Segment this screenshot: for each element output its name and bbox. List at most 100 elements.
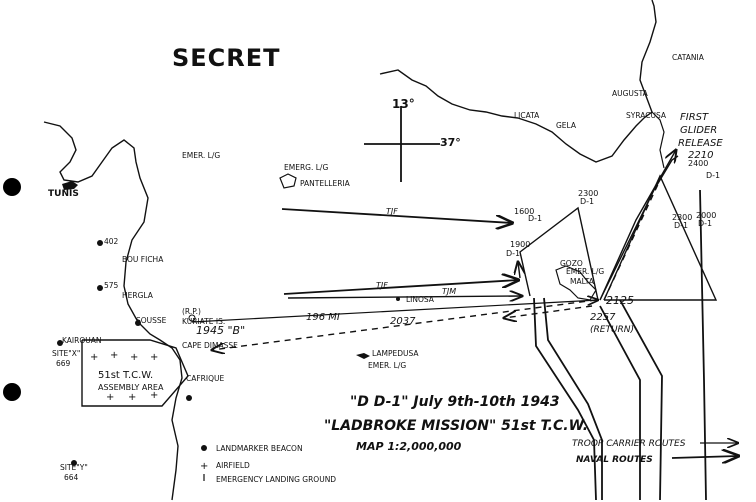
route-label-return: (RETURN) bbox=[590, 325, 634, 335]
route-label-1900: 1900 bbox=[510, 240, 530, 249]
route-label-2300a: 2300 bbox=[578, 189, 598, 198]
label-assembly-b: ASSEMBLY AREA bbox=[98, 383, 164, 392]
glider-label-3: RELEASE bbox=[678, 138, 723, 149]
airfield-mark: + bbox=[106, 392, 114, 403]
beacon-icon bbox=[97, 240, 103, 246]
binder-hole-bottom bbox=[3, 383, 21, 401]
glider-label-2: GLIDER bbox=[680, 125, 717, 136]
route-label-2257: 2257 bbox=[590, 312, 616, 323]
legend-naval-label: NAVAL ROUTES bbox=[576, 455, 653, 465]
beacon-icon bbox=[97, 285, 103, 291]
glider-label-1: FIRST bbox=[680, 112, 709, 123]
label-emer-tunis: EMER. L/G bbox=[182, 151, 220, 160]
tunisia-coastline bbox=[43, 121, 183, 501]
label-tunis: TUNIS bbox=[48, 189, 79, 199]
route-label-1900-d: D-1 bbox=[506, 249, 520, 258]
glider-label-4: 2210 bbox=[688, 150, 713, 161]
label-site-y: SITE"Y" bbox=[60, 463, 88, 472]
symbol-legend: LANDMARKER BEACON + AIRFIELD EMERGENCY L… bbox=[200, 444, 336, 484]
route-label-2300a-d: D-1 bbox=[580, 197, 594, 206]
label-site-x-num: 669 bbox=[56, 359, 71, 368]
binder-hole-top bbox=[3, 178, 21, 196]
route-label-2400-d: D-1 bbox=[706, 171, 720, 180]
legend-beacon-label: LANDMARKER BEACON bbox=[216, 444, 303, 453]
legend-beacon-icon bbox=[201, 445, 207, 451]
label-kairouan: KAIROUAN bbox=[62, 336, 101, 345]
beacon-icon bbox=[57, 340, 63, 346]
label-malta-code: GOZO bbox=[560, 259, 583, 268]
airfield-mark: + bbox=[130, 352, 138, 363]
compass-cross bbox=[364, 106, 440, 182]
label-lampedusa: LAMPEDUSA bbox=[372, 349, 419, 358]
label-gela: GELA bbox=[556, 121, 577, 130]
route-return-loop bbox=[603, 174, 718, 301]
compass-north: 13° bbox=[392, 97, 415, 111]
route-return-2257 bbox=[504, 305, 593, 318]
route-outbound-main bbox=[191, 300, 598, 323]
route-tjf bbox=[283, 280, 518, 295]
label-malta: MALTA bbox=[570, 277, 595, 286]
label-assembly-a: 51st T.C.W. bbox=[98, 370, 153, 381]
airfield-mark: + bbox=[110, 350, 118, 361]
beacon-icon bbox=[186, 395, 192, 401]
naval-route-5 bbox=[699, 189, 707, 501]
legend-airfield-label: AIRFIELD bbox=[216, 461, 250, 470]
label-site-x: SITE"X" bbox=[52, 349, 80, 358]
airfield-mark: + bbox=[150, 390, 158, 401]
label-kuriate: KURIATE IS. bbox=[182, 317, 225, 326]
naval-route-1 bbox=[533, 297, 597, 501]
route-label-1600: 1600 bbox=[514, 207, 534, 216]
route-label-tjf-1: TJF bbox=[386, 207, 398, 216]
label-catania: CATANIA bbox=[672, 53, 705, 62]
route-north-loop bbox=[519, 206, 599, 301]
naval-route-2 bbox=[543, 297, 603, 500]
label-linosa: LINOSA bbox=[406, 295, 435, 304]
malta-island bbox=[555, 265, 597, 301]
route-label-tjf-2: TJF bbox=[376, 281, 388, 290]
airfield-mark: + bbox=[128, 392, 136, 403]
legend-elg-label: EMERGENCY LANDING GROUND bbox=[216, 475, 336, 484]
route-label-2300b: 2300 bbox=[672, 213, 692, 222]
kuriate-island bbox=[188, 314, 196, 322]
route-label-2125: 2125 bbox=[606, 294, 634, 307]
mission-title-line3: MAP 1:2,000,000 bbox=[356, 440, 462, 453]
route-label-2000: 2000 bbox=[696, 211, 716, 220]
route-to-glider-release bbox=[599, 150, 676, 301]
route-label-2037: 2037 bbox=[390, 316, 416, 327]
label-site-y-num: 664 bbox=[64, 473, 79, 482]
legend-naval-arrow bbox=[671, 456, 738, 458]
mission-title-line2: "LADBROKE MISSION" 51st T.C.W. bbox=[324, 418, 588, 434]
label-augusta: AUGUSTA bbox=[612, 89, 649, 98]
label-cape-dimasse: CAPE DIMASSE bbox=[182, 341, 238, 350]
airfield-mark: + bbox=[150, 352, 158, 363]
pantelleria-island bbox=[279, 173, 297, 189]
sicily-coastline bbox=[379, 0, 657, 163]
legend-troop-label: TROOP CARRIER ROUTES bbox=[572, 439, 686, 449]
label-402: 402 bbox=[104, 237, 119, 246]
lampedusa-island bbox=[356, 353, 370, 359]
route-1900-leg bbox=[518, 262, 520, 279]
label-syracuse: SYRACUSA bbox=[626, 111, 667, 120]
label-malta-emer: EMER. L/G bbox=[566, 267, 604, 276]
route-dashed-release bbox=[603, 179, 661, 301]
linosa-island bbox=[396, 297, 400, 301]
label-pantelleria: PANTELLERIA bbox=[300, 179, 351, 188]
label-hergla: HERGLA bbox=[122, 291, 154, 300]
beacon-icon bbox=[135, 320, 141, 326]
sicily-southeast-coast bbox=[651, 111, 665, 169]
route-label-distance: 196 MI bbox=[306, 312, 340, 323]
route-tjf-north bbox=[281, 208, 512, 223]
label-pantelleria-emer: EMERG. L/G bbox=[284, 163, 328, 172]
route-tjm bbox=[287, 296, 522, 298]
route-label-2300b-d: D-1 bbox=[674, 221, 688, 230]
label-licata: LICATA bbox=[514, 111, 540, 120]
route-label-2400: 2400 bbox=[688, 159, 708, 168]
label-sousse: SOUSSE bbox=[136, 316, 167, 325]
label-lampedusa-emer: EMER. L/G bbox=[368, 361, 406, 370]
landmarker-beacons bbox=[57, 240, 192, 466]
route-legend: TROOP CARRIER ROUTES NAVAL ROUTES bbox=[572, 439, 738, 465]
mission-title-line1: "D D-1" July 9th-10th 1943 bbox=[350, 394, 560, 410]
label-rp: (R.P.) bbox=[182, 307, 201, 316]
label-bou-ficha: BOU FICHA bbox=[122, 255, 164, 264]
